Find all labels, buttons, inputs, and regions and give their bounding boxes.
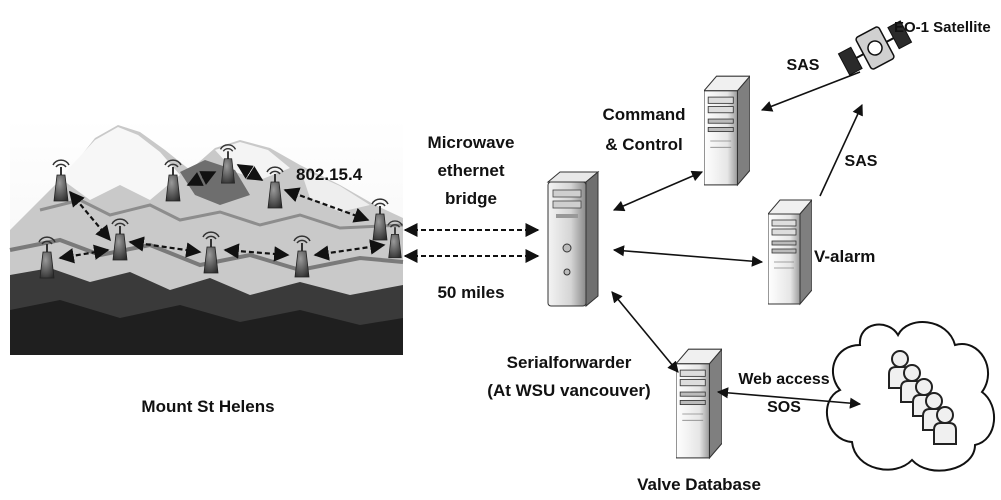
protocol-label: 802.15.4 [296, 165, 363, 184]
distance-label: 50 miles [437, 283, 504, 302]
sas-label-right: SAS [845, 153, 878, 170]
valve-database-label: Valve Database [637, 475, 761, 494]
satellite-icon [837, 20, 913, 76]
sas-label-top: SAS [787, 57, 820, 74]
bridge-label-line2: ethernet [437, 161, 504, 180]
web-access-label: Web access [738, 371, 829, 388]
satellite-label: EO-1 Satellite [894, 19, 991, 36]
sos-label: SOS [767, 399, 801, 416]
command-label-line1: Command [602, 105, 685, 124]
connection-arrows [611, 71, 863, 409]
command-label-line2: & Control [605, 135, 682, 154]
bridge-label-line3: bridge [445, 189, 497, 208]
bridge-label-line1: Microwave [428, 133, 515, 152]
mountain-label: Mount St Helens [141, 397, 274, 416]
forwarder-label-line1: Serialforwarder [507, 353, 632, 372]
sensor-links [58, 164, 386, 264]
mountain-photo [9, 118, 404, 355]
forwarder-label-line2: (At WSU vancouver) [487, 381, 650, 400]
valve-database-server-icon [676, 348, 722, 459]
microwave-links [403, 223, 540, 263]
serialforwarder-pc-icon [546, 170, 600, 308]
command-control-server-icon [704, 75, 750, 186]
valarm-server-icon [768, 199, 812, 305]
valarm-label: V-alarm [814, 247, 875, 266]
